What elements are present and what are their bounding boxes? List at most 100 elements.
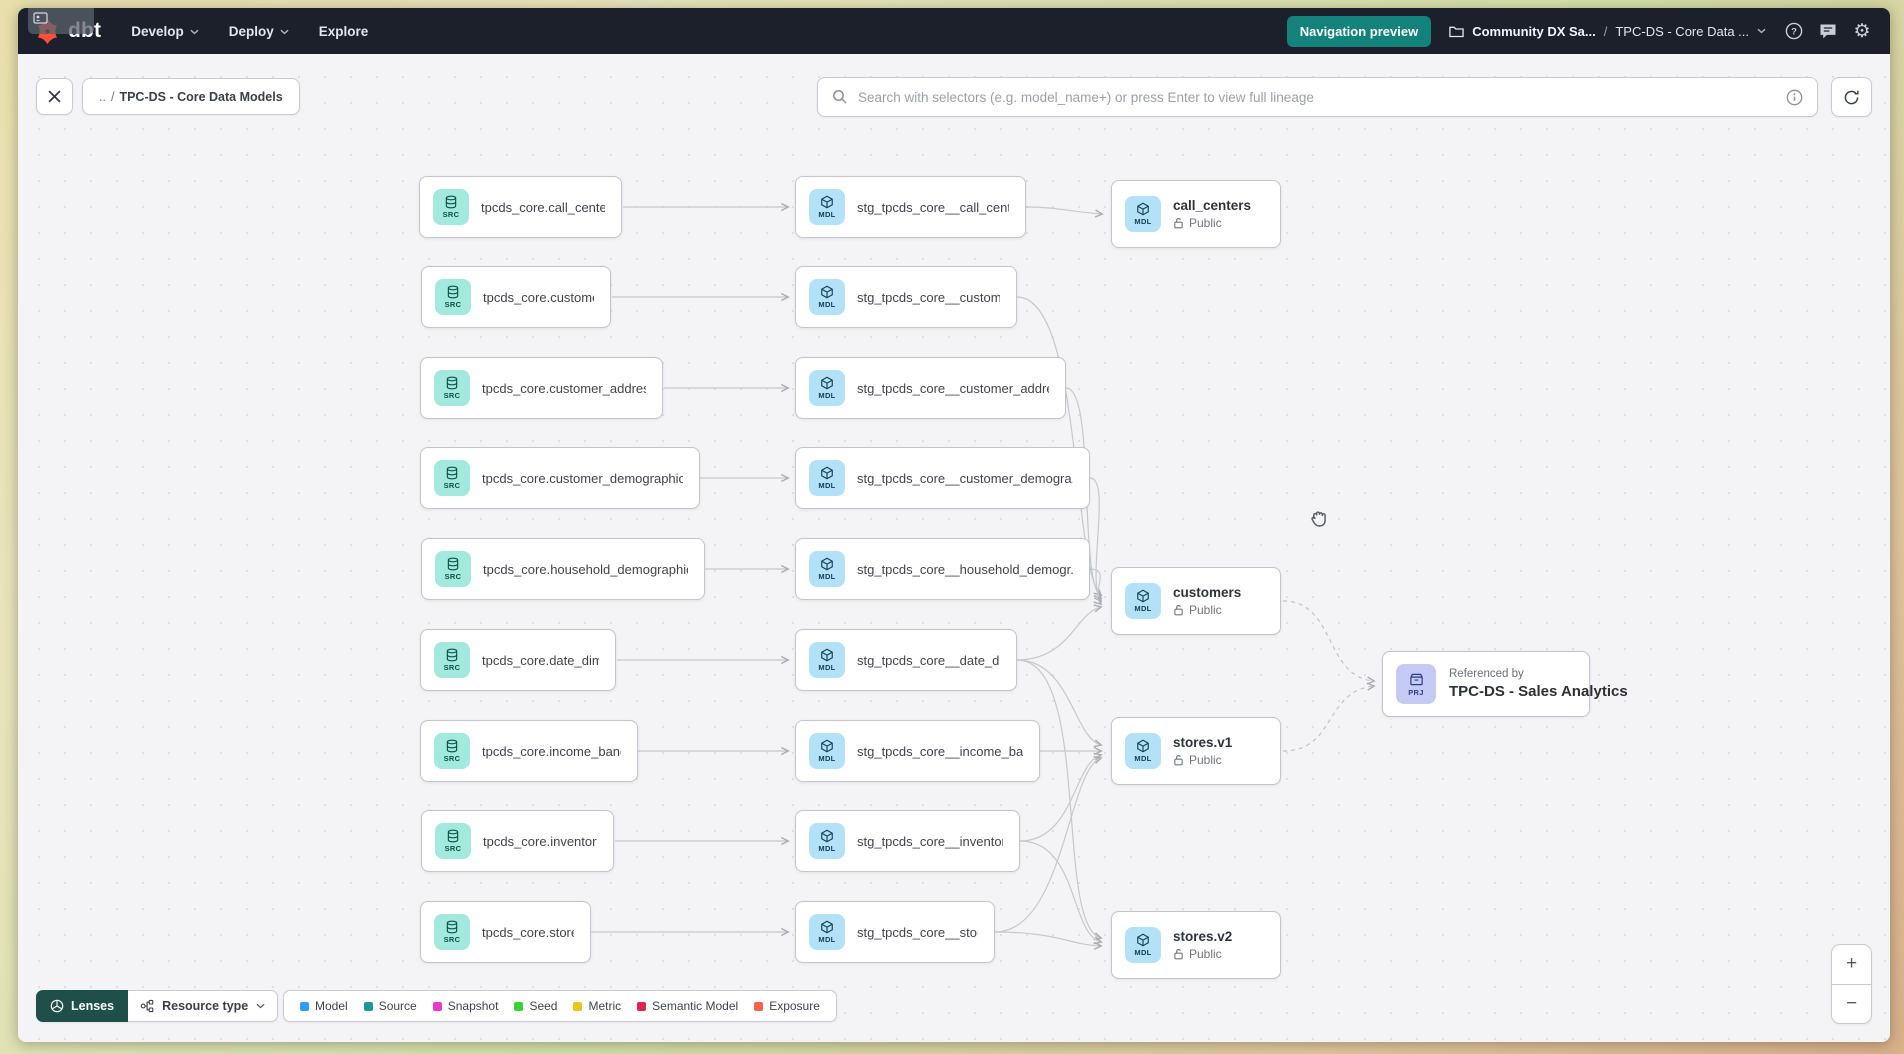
public-model-node[interactable]: MDL stores.v1 Public <box>1111 717 1281 785</box>
resource-type-legend: Model Source Snapshot Seed Metric Semant… <box>283 990 837 1022</box>
menu-deploy[interactable]: Deploy <box>229 24 289 39</box>
node-name: customers <box>1173 585 1242 600</box>
resource-badge: MDL <box>809 823 845 859</box>
lineage-node[interactable]: SRC tpcds_core.income_band <box>420 720 638 782</box>
lineage-node[interactable]: MDL stg_tpcds_core__customer <box>795 266 1017 328</box>
public-model-node[interactable]: MDL stores.v2 Public <box>1111 911 1281 979</box>
lineage-node[interactable]: MDL stg_tpcds_core__date_dim <box>795 629 1017 691</box>
lineage-node[interactable]: SRC tpcds_core.customer <box>421 266 611 328</box>
feedback-icon[interactable] <box>1818 21 1838 41</box>
lenses-control: Lenses Resource type <box>36 990 279 1022</box>
resource-type-dropdown[interactable]: Resource type <box>128 990 279 1022</box>
resource-badge: MDL <box>809 279 845 315</box>
lineage-edges <box>591 202 1376 950</box>
legend-color-swatch <box>514 1001 524 1011</box>
lineage-node[interactable]: MDL stg_tpcds_core__inventory <box>795 810 1020 872</box>
node-name: stg_tpcds_core__store <box>857 924 978 940</box>
chevron-down-icon <box>280 29 289 35</box>
legend-color-swatch <box>432 1001 442 1011</box>
refresh-lineage-button[interactable] <box>1831 77 1872 117</box>
screen-share-pill <box>28 8 94 34</box>
project-ref-node[interactable]: PRJ Referenced by TPC-DS - Sales Analyti… <box>1382 651 1628 717</box>
menu-explore[interactable]: Explore <box>318 23 369 39</box>
node-name: tpcds_core.customer_address <box>482 380 646 396</box>
search-input[interactable] <box>858 89 1776 105</box>
breadcrumb-account[interactable]: Community DX Sa... <box>1472 23 1596 39</box>
resource-badge: SRC <box>435 823 471 859</box>
svg-text:?: ? <box>1791 27 1797 38</box>
node-name: stg_tpcds_core__inventory <box>857 833 1003 849</box>
resource-badge: SRC <box>434 642 470 678</box>
access-row: Public <box>1173 603 1241 617</box>
lineage-canvas[interactable]: .. / TPC-DS - Core Data Models SRC tpcds… <box>18 54 1890 1042</box>
lineage-node[interactable]: MDL stg_tpcds_core__call_center <box>795 176 1026 238</box>
node-name: tpcds_core.income_band <box>482 743 621 759</box>
resource-badge: SRC <box>433 189 469 225</box>
node-name: tpcds_core.household_demographics <box>483 561 688 577</box>
zoom-out-button[interactable]: − <box>1845 992 1858 1014</box>
resource-badge: MDL <box>809 370 845 406</box>
node-name: stg_tpcds_core__customer <box>857 289 1000 305</box>
lineage-node[interactable]: SRC tpcds_core.customer_demographics <box>420 447 700 509</box>
lineage-node[interactable]: MDL stg_tpcds_core__income_band <box>795 720 1040 782</box>
lineage-node[interactable]: SRC tpcds_core.inventory <box>421 810 614 872</box>
resource-badge: MDL <box>809 914 845 950</box>
close-lineage-button[interactable] <box>36 78 73 115</box>
project-icon: PRJ <box>1396 664 1436 704</box>
unlock-icon <box>1174 217 1183 229</box>
model-badge: MDL <box>1125 927 1161 963</box>
legend-item: Snapshot <box>432 999 498 1013</box>
zoom-in-button[interactable]: + <box>1832 945 1871 985</box>
legend-item: Exposure <box>754 999 820 1013</box>
model-badge: MDL <box>1125 733 1161 769</box>
lineage-node[interactable]: SRC tpcds_core.store <box>420 901 591 963</box>
resource-badge: MDL <box>809 733 845 769</box>
chevron-down-icon <box>256 1003 265 1009</box>
lineage-node[interactable]: MDL stg_tpcds_core__customer_address <box>795 357 1066 419</box>
project-ref-caption: Referenced by <box>1449 668 1524 680</box>
node-name: stores.v1 <box>1173 735 1233 750</box>
public-model-node[interactable]: MDL call_centers Public <box>1111 180 1281 248</box>
project-ref-name: TPC-DS - Sales Analytics <box>1449 683 1628 700</box>
breadcrumb-project[interactable]: TPC-DS - Core Data ... <box>1615 23 1749 39</box>
legend-item: Semantic Model <box>637 999 738 1013</box>
breadcrumb[interactable]: Community DX Sa... / TPC-DS - Core Data … <box>1449 24 1766 39</box>
lineage-node[interactable]: MDL stg_tpcds_core__household_demogr... <box>795 538 1090 600</box>
public-model-node[interactable]: MDL customers Public <box>1111 567 1281 635</box>
folder-icon <box>1449 26 1464 37</box>
legend-color-swatch <box>300 1001 309 1011</box>
legend-color-swatch <box>637 1001 647 1011</box>
help-icon[interactable]: ? <box>1784 21 1804 41</box>
dbt-app-window: dbt Develop Deploy Explore Navigation pr… <box>18 8 1890 1042</box>
menu-develop[interactable]: Develop <box>131 24 199 39</box>
legend-color-swatch <box>754 1001 764 1011</box>
navigation-preview-button[interactable]: Navigation preview <box>1286 15 1432 47</box>
lineage-node[interactable]: SRC tpcds_core.customer_address <box>420 357 663 419</box>
zoom-controls: + − <box>1831 944 1872 1024</box>
node-name: tpcds_core.store <box>482 924 574 940</box>
resource-badge: MDL <box>809 642 845 678</box>
legend-color-swatch <box>573 1001 583 1011</box>
lineage-node[interactable]: SRC tpcds_core.date_dim <box>420 629 616 691</box>
lineage-node[interactable]: MDL stg_tpcds_core__customer_demogra... <box>795 447 1090 509</box>
node-name: tpcds_core.date_dim <box>482 652 599 668</box>
lineage-search-bar[interactable] <box>817 77 1818 117</box>
chevron-down-icon <box>1757 28 1766 34</box>
lineage-breadcrumb-chip[interactable]: .. / TPC-DS - Core Data Models <box>82 78 300 115</box>
legend-item: Source <box>363 999 417 1013</box>
info-icon[interactable] <box>1786 89 1803 106</box>
lenses-icon <box>50 999 64 1013</box>
lenses-button[interactable]: Lenses <box>36 990 129 1022</box>
node-name: stg_tpcds_core__customer_demogra... <box>857 470 1073 486</box>
chevron-down-icon <box>190 29 199 35</box>
lineage-node[interactable]: MDL stg_tpcds_core__store <box>795 901 995 963</box>
breadcrumb-up-level[interactable]: .. <box>99 89 106 104</box>
node-name: call_centers <box>1173 198 1252 213</box>
lineage-node[interactable]: SRC tpcds_core.household_demographics <box>421 538 705 600</box>
lineage-node[interactable]: SRC tpcds_core.call_center <box>419 176 622 238</box>
node-name: stg_tpcds_core__customer_address <box>857 380 1049 396</box>
node-name: stores.v2 <box>1173 929 1233 944</box>
settings-gear-icon[interactable]: ⚙ <box>1853 20 1871 42</box>
node-name: stg_tpcds_core__income_band <box>857 743 1023 759</box>
resource-badge: SRC <box>434 914 470 950</box>
